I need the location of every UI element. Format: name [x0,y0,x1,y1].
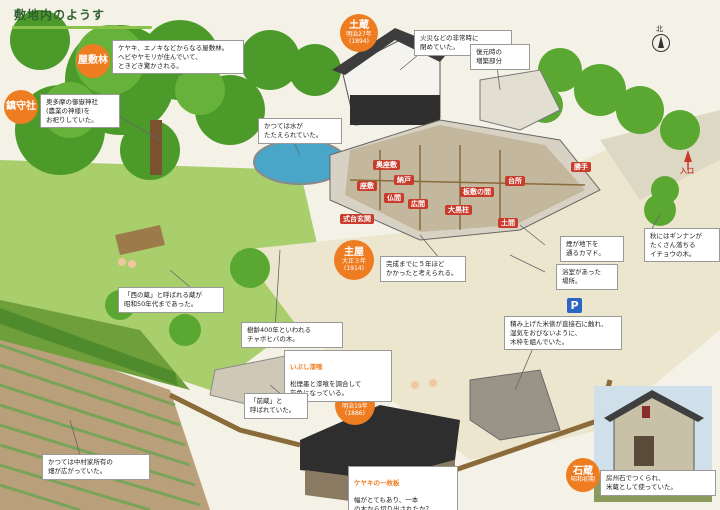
room-hiroma: 広間 [408,199,428,210]
note-omoya: 完成までに５年ほど かかったと考えられる。 [380,256,466,282]
note-renovated: 復元時の 増築部分 [470,44,530,70]
label-omoya: 主屋 大正３年 (1914) [334,240,374,280]
room-daidokoro: 台所 [505,176,525,187]
room-daikokubashira: 大黒柱 [445,205,472,216]
note-keyaki: ケヤキの一枚板 幅がとてもあり、一本 の木から切り出されたか？ [348,466,458,510]
note-plaster-body: 松煙墨と漆喰を調合して 灰色になっている。 [290,380,362,398]
note-keyaki-body: 幅がとてもあり、一本 の木から切り出されたか？ [354,496,432,510]
label-nagayamon-year: 明治19年 (1886) [342,402,368,417]
label-ishigura-name: 石蔵 [573,465,593,477]
label-dozo-year: 明治27年 (1894) [346,30,372,45]
label-yashikibayashi: 屋敷林 [76,44,110,78]
label-yashikibayashi-name: 屋敷林 [78,55,108,67]
note-ishigura: 房州石でつくられ、 米蔵として使っていた。 [600,470,716,496]
note-chinjusha: 奥多摩の御嶽神社 (農業の神様)を お祀りしていた。 [40,94,120,129]
note-field: かつては中村家所有の 畑が広がっていた。 [42,454,150,480]
note-ginkgo: 秋にはギンナンが たくさん落ちる イチョウの木。 [644,228,720,263]
room-zashiki: 座敷 [357,181,377,192]
entrance-label: 入口 [680,167,694,175]
note-stone-base: 積み上げた米俵が直接石に触れ、 湿気をおびないように、 木枠を組んでいた。 [504,316,622,351]
room-itajiki: 板敷の間 [460,187,494,198]
label-dozo-name: 土蔵 [349,20,369,32]
parking-icon: P [567,298,582,313]
note-maekura: 「前蔵」と 呼ばれていた。 [244,393,308,419]
label-dozo: 土蔵 明治27年 (1894) [340,14,378,52]
room-doma: 土間 [498,218,518,229]
north-label: 北 [656,25,663,33]
label-chinjusha: 鎮守社 [4,90,38,124]
pond [254,140,346,184]
note-bath: 浴室があった 場所。 [556,264,618,290]
label-omoya-year: 大正３年 (1914) [341,257,366,272]
room-okuzashiki: 奥座敷 [373,160,400,171]
room-butsuma: 仏間 [384,193,404,204]
compass-icon [652,34,670,52]
label-ishigura: 石蔵 昭和初期 [566,458,600,492]
label-ishigura-year: 昭和初期 [570,476,595,484]
note-pond: かつては水が たたえられていた。 [258,118,342,144]
front-yard [240,130,720,460]
note-nishi-kura: 「西の蔵」と呼ばれる蔵が 昭和50年代まであった。 [118,287,224,313]
label-chinjusha-name: 鎮守社 [6,101,36,113]
note-chanchin: 樹齢400年といわれる チャボヒバの木。 [241,322,343,348]
room-shikidai: 式台玄関 [340,214,374,225]
note-yashikibayashi: ケヤキ、エノキなどからなる屋敷林。 ヘビやヤモリが住んでいて、 ときどき驚かされ… [112,40,244,75]
note-plaster: いぶし漆喰 松煙墨と漆喰を調合して 灰色になっている。 [284,350,392,402]
room-katte: 勝手 [571,162,591,173]
room-nando: 納戸 [394,175,414,186]
title-underline [12,26,152,29]
label-omoya-name: 主屋 [344,247,364,259]
note-kamado: 煙が地下を 通るカマド。 [560,236,624,262]
note-keyaki-title: ケヤキの一枚板 [354,478,400,487]
page-title: 敷地内のようす [14,8,106,22]
nagayamon-building [300,405,460,480]
note-plaster-title: いぶし漆喰 [290,362,323,371]
